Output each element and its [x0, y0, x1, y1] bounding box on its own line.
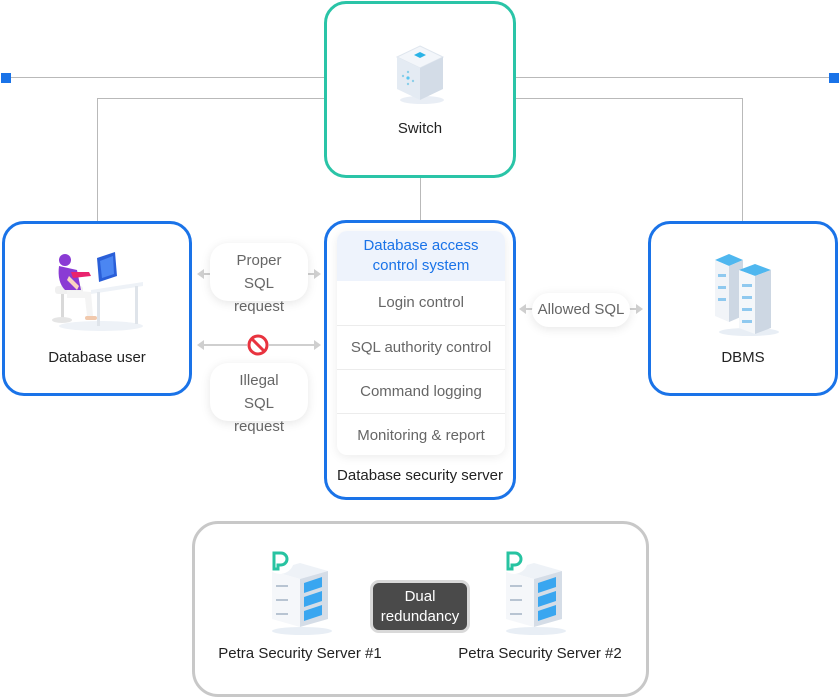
- connector-switch-dbms-h: [515, 98, 743, 99]
- network-endpoint-right: [829, 73, 839, 83]
- database-user-label: Database user: [48, 349, 146, 366]
- illegal-request-line2: SQL request: [233, 395, 285, 435]
- petra-server-2-label: Petra Security Server #2: [458, 645, 622, 662]
- switch-node: Switch: [324, 1, 516, 178]
- allowed-sql-label: Allowed SQL: [537, 301, 625, 318]
- connector-switch-dbms-v: [742, 98, 743, 221]
- access-control-panel: Database access control system Login con…: [337, 231, 505, 455]
- proper-request-pill: Proper SQL request: [210, 243, 308, 315]
- petra-logo-icon: [272, 551, 289, 571]
- switch-icon: [395, 45, 445, 104]
- illegal-request-pill: Illegal SQL request: [210, 363, 308, 435]
- petra-logo-icon: [506, 551, 523, 571]
- database-user-node: Database user: [2, 221, 192, 396]
- network-line-right: [515, 77, 835, 78]
- access-control-header: Database access control system: [337, 231, 505, 281]
- connector-switch-user-v: [97, 98, 98, 221]
- allowed-sql-pill: Allowed SQL: [532, 293, 630, 327]
- petra-server-icon: [266, 546, 332, 635]
- network-endpoint-left: [1, 73, 11, 83]
- connector-switch-user-h: [97, 98, 326, 99]
- connector-switch-server: [420, 178, 421, 221]
- switch-label: Switch: [397, 120, 443, 137]
- monitoring-report-item: Monitoring & report: [337, 413, 505, 455]
- access-control-title-line1: Database access: [363, 237, 479, 254]
- user-at-desk-icon: [52, 252, 143, 331]
- sql-authority-control-item: SQL authority control: [337, 325, 505, 369]
- access-control-title-line2: control system: [372, 257, 470, 274]
- security-server-label: Database security server: [337, 467, 503, 484]
- illegal-request-line1: Illegal: [239, 372, 279, 389]
- dual-redundancy-line2: redundancy: [380, 608, 460, 625]
- block-icon: [247, 334, 269, 356]
- dual-redundancy-badge: Dual redundancy: [370, 580, 470, 633]
- dual-redundancy-line1: Dual: [404, 588, 436, 605]
- proper-request-line2: SQL request: [233, 275, 285, 315]
- dbms-node: DBMS: [648, 221, 838, 396]
- petra-server-1-label: Petra Security Server #1: [218, 645, 382, 662]
- network-line-left: [6, 77, 326, 78]
- dbms-label: DBMS: [721, 349, 765, 366]
- petra-server-icon: [500, 546, 566, 635]
- server-rack-icon: [715, 254, 779, 336]
- command-logging-item: Command logging: [337, 369, 505, 413]
- login-control-item: Login control: [378, 294, 464, 311]
- proper-request-line1: Proper: [236, 252, 282, 269]
